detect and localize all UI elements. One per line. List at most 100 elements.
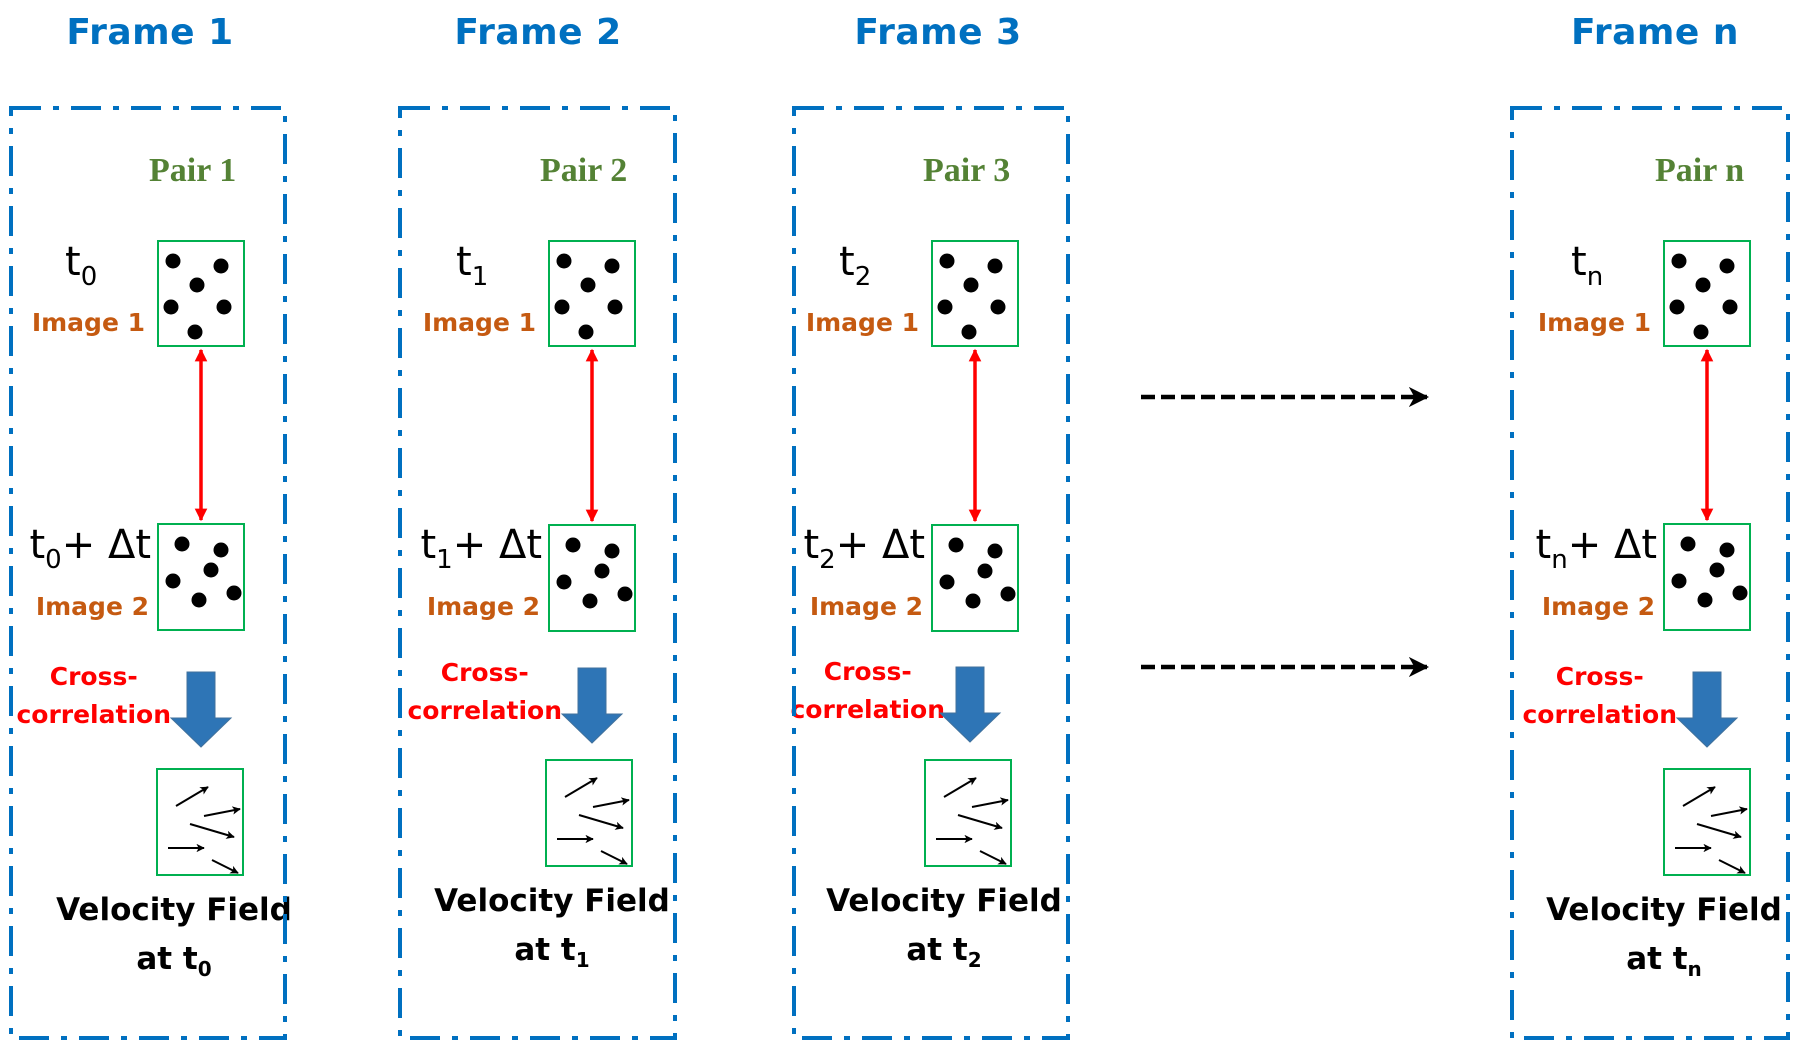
- velocity-field-box: [1663, 768, 1751, 876]
- vf-line2: at tn: [1546, 935, 1782, 984]
- pair-label: Pair 2: [540, 152, 628, 189]
- vf-line2: at t0: [56, 935, 292, 984]
- particle-dot: [1697, 592, 1713, 608]
- delta-t: + Δt: [452, 522, 542, 568]
- velocity-vector-arrow: [979, 850, 1007, 865]
- image2-particle-box: [548, 524, 636, 632]
- vf-line2: at t2: [826, 926, 1062, 975]
- cross-correlation-label: Cross-correlation: [790, 653, 945, 729]
- frame-border: [9, 106, 287, 1040]
- time-delta-label: tn+ Δt: [1535, 522, 1657, 573]
- particle-dot: [1695, 277, 1711, 293]
- frame-border: [792, 106, 1070, 1040]
- time-symbol: t: [1571, 239, 1587, 285]
- delta-t: + Δt: [1567, 522, 1657, 568]
- time-symbol: t: [420, 522, 437, 568]
- velocity-vector-arrow: [592, 797, 630, 808]
- velocity-vector-arrow: [564, 777, 598, 798]
- particle-dot: [174, 536, 190, 552]
- particle-dot: [963, 277, 979, 293]
- particle-dot: [937, 299, 953, 315]
- velocity-field-box: [924, 759, 1012, 867]
- velocity-vector-arrow: [1696, 823, 1742, 839]
- velocity-vector-arrow: [1682, 786, 1716, 807]
- time-symbol: t: [839, 239, 855, 285]
- time-symbol: t: [456, 239, 472, 285]
- cc-line2: correlation: [1522, 700, 1677, 729]
- particle-dot: [578, 324, 594, 340]
- time-subscript: 0: [80, 262, 98, 292]
- velocity-vector-arrow: [211, 859, 239, 874]
- cross-correlation-label: Cross-correlation: [1522, 658, 1677, 734]
- particle-dot: [990, 299, 1006, 315]
- frame-title: Frame 2: [454, 12, 622, 53]
- image1-particle-box: [548, 240, 636, 347]
- velocity-vector-arrow: [578, 814, 624, 830]
- delta-t: + Δt: [835, 522, 925, 568]
- image2-particle-box: [931, 524, 1019, 632]
- particle-dot: [165, 253, 181, 269]
- time-label: t0: [65, 242, 97, 290]
- particle-dot: [565, 537, 581, 553]
- velocity-vector-arrow: [600, 850, 628, 865]
- pair-label: Pair n: [1655, 152, 1745, 189]
- particle-dot: [1671, 573, 1687, 589]
- velocity-vector-arrow: [175, 786, 209, 807]
- particle-dot: [556, 253, 572, 269]
- particle-dot: [965, 593, 981, 609]
- frame-title: Frame 1: [66, 12, 234, 53]
- particle-dot: [1000, 586, 1016, 602]
- particle-dot: [1709, 562, 1725, 578]
- time-symbol: t: [1535, 522, 1552, 568]
- vf-subscript: 0: [197, 957, 212, 981]
- particle-dot: [556, 574, 572, 590]
- cc-line2: correlation: [407, 696, 562, 725]
- time-subscript: 2: [819, 545, 836, 575]
- cross-correlation-label: Cross-correlation: [16, 658, 171, 734]
- image1-label: Image 1: [1537, 308, 1651, 337]
- image1-particle-box: [1663, 240, 1751, 347]
- particle-dot: [1693, 324, 1709, 340]
- image2-label: Image 2: [35, 592, 149, 621]
- process-arrow-icon: [938, 666, 1002, 743]
- velocity-field-box: [545, 759, 633, 867]
- velocity-vector-arrow: [189, 823, 235, 839]
- particle-dot: [582, 593, 598, 609]
- particle-dot: [1719, 258, 1735, 274]
- cc-line2: correlation: [790, 695, 945, 724]
- particle-dot: [617, 586, 633, 602]
- vf-subscript: 2: [967, 948, 982, 972]
- process-arrow-icon: [1675, 671, 1739, 748]
- velocity-vector-arrow: [971, 797, 1009, 808]
- frame-title: Frame 3: [854, 12, 1022, 53]
- particle-dot: [961, 324, 977, 340]
- particle-dot: [213, 542, 229, 558]
- time-symbol: t: [803, 522, 820, 568]
- velocity-field-label: Velocity Field at tn: [1546, 886, 1782, 984]
- cc-line1: Cross-: [823, 657, 912, 686]
- vf-line1: Velocity Field: [826, 883, 1062, 919]
- time-delta-label: t2+ Δt: [803, 522, 925, 573]
- particle-dot: [189, 277, 205, 293]
- vf-at-text: at t: [514, 932, 576, 968]
- vf-at-text: at t: [906, 932, 968, 968]
- image2-particle-box: [157, 523, 245, 631]
- image2-label: Image 2: [426, 592, 540, 621]
- particle-dot: [203, 562, 219, 578]
- particle-dot: [580, 277, 596, 293]
- vf-line1: Velocity Field: [1546, 892, 1782, 928]
- vf-line1: Velocity Field: [56, 892, 292, 928]
- velocity-vector-arrow: [1710, 806, 1748, 817]
- time-delta-label: t0+ Δt: [29, 525, 151, 573]
- particle-dot: [163, 299, 179, 315]
- vf-at-text: at t: [136, 941, 198, 977]
- image2-label: Image 2: [809, 592, 923, 621]
- time-subscript: n: [1586, 262, 1604, 292]
- particle-dot: [594, 563, 610, 579]
- image1-particle-box: [157, 240, 245, 347]
- vf-line1: Velocity Field: [434, 883, 670, 919]
- time-subscript: 1: [436, 545, 453, 575]
- velocity-vector-arrow: [943, 777, 977, 798]
